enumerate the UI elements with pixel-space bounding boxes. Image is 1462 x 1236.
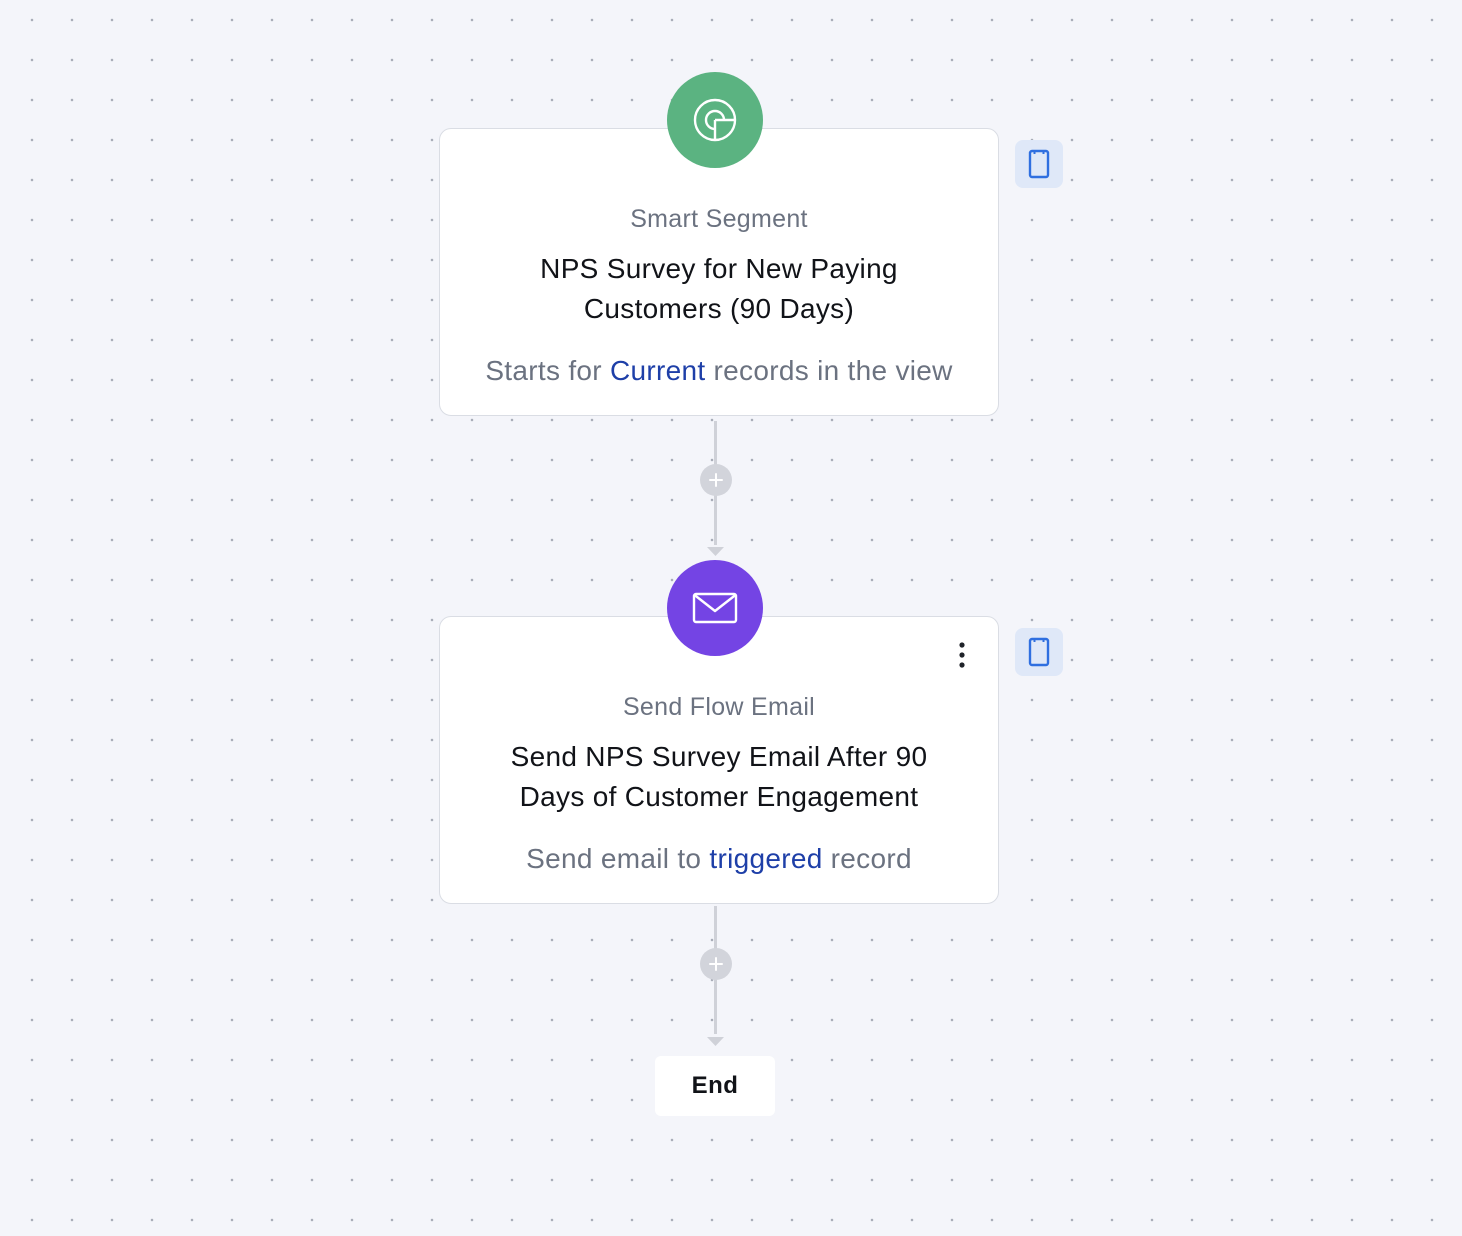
add-step-button[interactable] (700, 948, 732, 980)
plus-icon (709, 473, 723, 487)
node-side-panel-button[interactable] (1015, 628, 1063, 676)
segment-node-badge (667, 72, 763, 168)
node-type-label: Smart Segment (630, 205, 808, 233)
node-title: Send NPS Survey Email After 90 Days of C… (510, 741, 928, 812)
desc-suffix: records in the view (705, 355, 953, 386)
kebab-menu-icon (959, 642, 965, 668)
email-node-badge (667, 560, 763, 656)
more-options-button[interactable] (950, 639, 974, 671)
node-side-panel-button[interactable] (1015, 140, 1063, 188)
end-node: End (655, 1056, 775, 1116)
smart-segment-card[interactable]: Smart Segment NPS Survey for New Paying … (439, 128, 999, 416)
recipient-link[interactable]: triggered (709, 843, 823, 874)
document-icon (1028, 149, 1050, 179)
arrow-down-icon (707, 1037, 724, 1046)
add-step-button[interactable] (700, 464, 732, 496)
segment-icon (693, 98, 737, 142)
node-title: NPS Survey for New Paying Customers (90 … (540, 253, 898, 324)
plus-icon (709, 957, 723, 971)
send-email-card[interactable]: Send Flow Email Send NPS Survey Email Af… (439, 616, 999, 904)
node-type-label: Send Flow Email (622, 693, 816, 721)
envelope-icon (692, 592, 738, 624)
desc-suffix: record (822, 843, 912, 874)
document-icon (1028, 637, 1050, 667)
node-description: Starts for Current records in the view (440, 355, 998, 387)
records-filter-link[interactable]: Current (609, 355, 706, 386)
desc-prefix: Send email to (526, 843, 710, 874)
node-description: Send email to triggered record (440, 843, 998, 875)
arrow-down-icon (707, 547, 724, 556)
desc-prefix: Starts for (485, 355, 610, 386)
